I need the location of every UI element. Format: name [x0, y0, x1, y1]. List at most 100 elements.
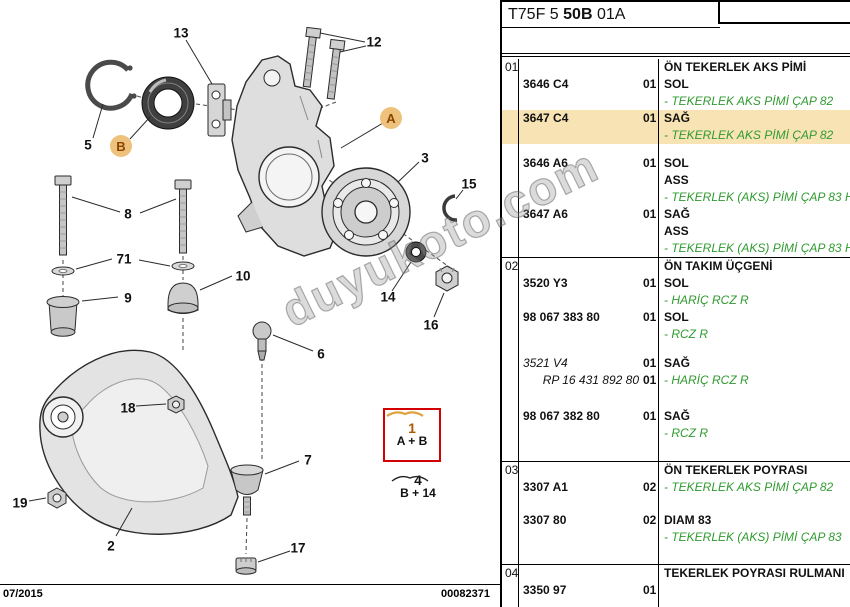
- assembly-1-number: 1: [408, 420, 416, 436]
- qty-cell: 01: [643, 111, 657, 125]
- callout-5: 5: [84, 137, 92, 153]
- description-cell: - HARİÇ RCZ R: [664, 293, 749, 307]
- ref-cell: [502, 355, 518, 372]
- page-code-suffix: 01A: [596, 6, 626, 23]
- callout-6: 6: [317, 346, 325, 362]
- description-cell: SAĞ: [664, 111, 691, 125]
- ref-cell: 01: [505, 60, 518, 74]
- description-cell: - TEKERLEK AKS PİMİ ÇAP 82: [664, 480, 834, 494]
- bolts-part: [302, 26, 346, 100]
- assembly-1-brace: [386, 411, 424, 417]
- corner-box: [718, 2, 850, 24]
- qty-cell: 01: [643, 276, 657, 290]
- callout-15: 15: [461, 176, 477, 192]
- clip-part: [442, 194, 458, 222]
- ref-cell: [502, 127, 518, 144]
- table-row: - TEKERLEK (AKS) PİMİ ÇAP 83: [502, 529, 850, 546]
- spacer-row: [502, 442, 850, 461]
- callout-3: 3: [421, 150, 429, 166]
- table-row: - TEKERLEK (AKS) PİMİ ÇAP 83 H: [502, 189, 850, 206]
- long-bolts-part: [54, 175, 192, 256]
- part-number-cell: [518, 223, 642, 240]
- qty-cell: [642, 326, 658, 343]
- qty-cell: [642, 223, 658, 240]
- description-cell: ASS: [664, 173, 689, 187]
- ref-cell: [502, 155, 518, 172]
- part-number-cell: [518, 189, 642, 206]
- table-row: - RCZ R: [502, 425, 850, 442]
- ref-cell: [502, 93, 518, 110]
- circlip-part: [85, 59, 135, 111]
- callout-8: 8: [124, 206, 132, 222]
- qty-cell: [642, 292, 658, 309]
- page-code: T75F 5 50B 01A: [502, 2, 720, 28]
- description-cell: SOL: [664, 77, 689, 91]
- ref-cell: [502, 582, 518, 599]
- part-number-cell: [518, 59, 642, 76]
- description-cell: - HARİÇ RCZ R: [664, 373, 749, 387]
- table-row: ASS: [502, 223, 850, 240]
- hub-part: [321, 167, 411, 257]
- ref-cell: [502, 76, 518, 93]
- bushing-9-part: [46, 296, 80, 337]
- ref-cell: [502, 309, 518, 326]
- page-code-prefix: T75F 5: [508, 6, 559, 23]
- description-cell: SAĞ: [664, 356, 691, 370]
- diagram-panel: 13 12 5 8 71 9 10 3 15 14 16 6 18 7 19 2…: [12, 26, 477, 575]
- qty-cell: 01: [643, 207, 657, 221]
- wheel-bearing-part: [141, 76, 195, 130]
- qty-cell: [642, 172, 658, 189]
- ref-column-rule: [518, 59, 519, 607]
- part-number-cell: [518, 127, 642, 144]
- part-number-cell: [518, 172, 642, 189]
- control-arm-part: [39, 349, 239, 535]
- qty-cell: 01: [643, 77, 657, 91]
- nut-18-part: [167, 395, 185, 414]
- assembly-1-formula: A + B: [396, 434, 428, 448]
- description-cell: SOL: [664, 156, 689, 170]
- ref-cell: [502, 479, 518, 496]
- description-cell: SOL: [664, 310, 689, 324]
- part-number-cell: RP 16 431 892 80: [542, 373, 639, 387]
- washers-part: [51, 261, 195, 276]
- description-cell: - RCZ R: [664, 327, 708, 341]
- table-row: - HARİÇ RCZ R: [502, 292, 850, 309]
- callout-14: 14: [380, 289, 396, 305]
- table-row: - TEKERLEK (AKS) PİMİ ÇAP 83 H: [502, 240, 850, 257]
- table-row[interactable]: 3647 C4 01 SAĞ: [502, 110, 850, 127]
- description-cell: [658, 582, 850, 599]
- qty-cell: [642, 258, 658, 275]
- ref-cell: [502, 240, 518, 257]
- bracket-part: [207, 83, 232, 137]
- ref-cell: [502, 425, 518, 442]
- footer-divider: [0, 584, 500, 585]
- callout-10: 10: [235, 268, 251, 284]
- ref-cell: [502, 326, 518, 343]
- ref-cell: 04: [505, 566, 518, 580]
- qty-cell: 01: [643, 356, 657, 370]
- qty-cell: [642, 59, 658, 76]
- part-number-cell: 3350 97: [523, 583, 567, 597]
- castle-nut-part: [235, 557, 257, 575]
- qty-cell: [642, 529, 658, 546]
- description-cell: ASS: [664, 224, 689, 238]
- part-number-cell: 3647 C4: [523, 111, 569, 125]
- ref-cell: 03: [505, 463, 518, 477]
- qty-cell: [642, 425, 658, 442]
- hub-nut-part: [435, 265, 459, 292]
